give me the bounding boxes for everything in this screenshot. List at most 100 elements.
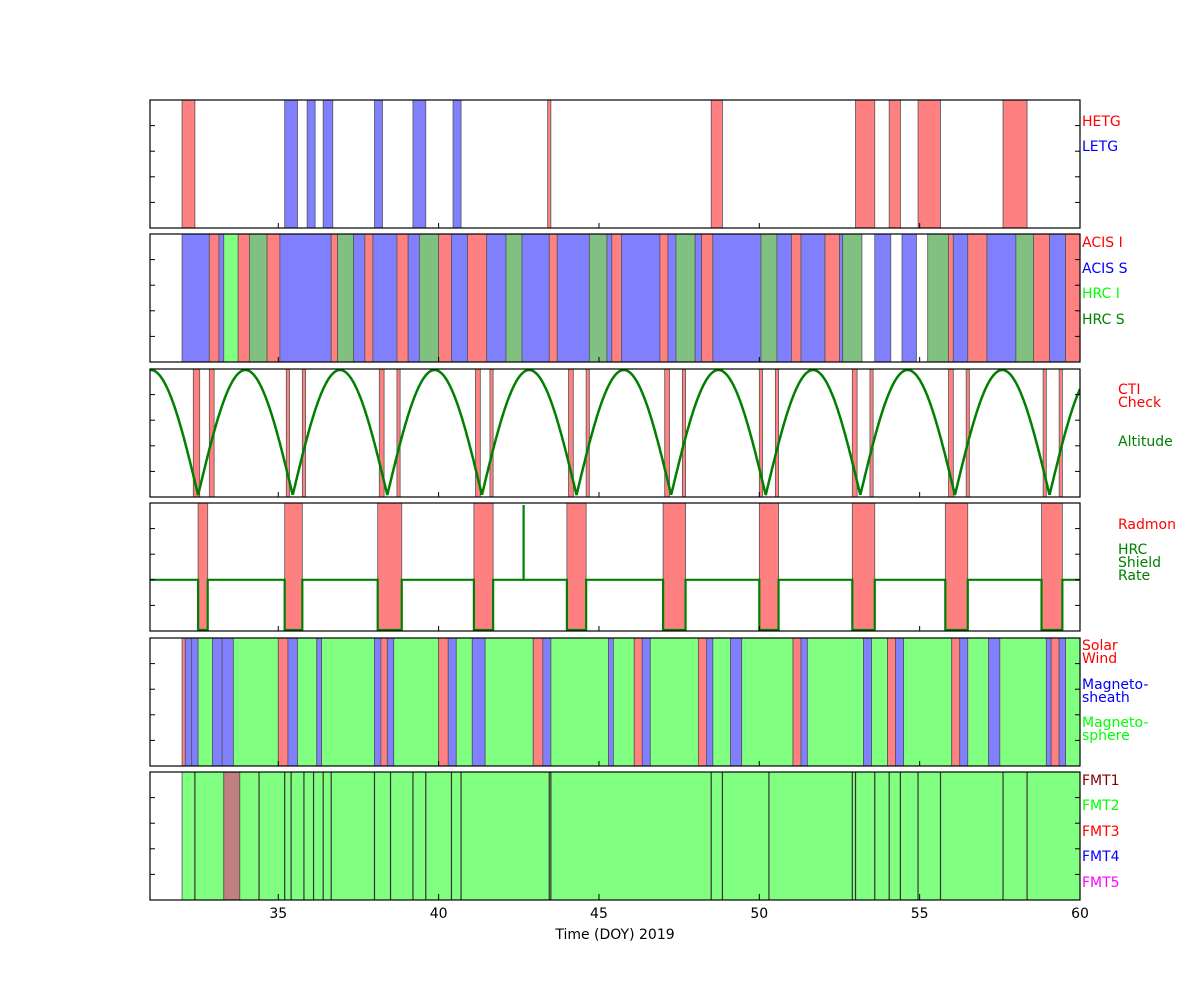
interval-bar-acis-s (181, 234, 210, 362)
interval-bar-magnetosphere (1065, 638, 1080, 766)
interval-bar-magnetosphere (197, 638, 213, 766)
x-tick-label: 50 (750, 906, 768, 922)
interval-bar-acis-i (208, 234, 220, 362)
interval-bar-acis-i (611, 234, 622, 362)
interval-bar-cti-check (489, 369, 494, 497)
legend-label-grating: LETG (1082, 139, 1118, 155)
interval-bar-cti-check (681, 369, 686, 497)
interval-bar-acis-i (659, 234, 669, 362)
legend-label-radiation: Rate (1118, 568, 1150, 584)
interval-bar-radmon (473, 503, 494, 631)
legend-label-instrument: ACIS I (1082, 235, 1123, 251)
interval-bar-radmon (566, 503, 587, 631)
interval-bar-magnetosheath (800, 638, 808, 766)
interval-bar-cti-check (851, 369, 858, 497)
legend-label-grating: HETG (1082, 114, 1121, 130)
interval-bar-acis-i (467, 234, 488, 362)
interval-bar-solar-wind (181, 638, 186, 766)
interval-bar-hrc-s (675, 234, 696, 362)
interval-bar-acis-s (621, 234, 661, 362)
interval-bar-cti-check (869, 369, 874, 497)
interval-bar-magnetosheath (191, 638, 199, 766)
interval-bar-solar-wind (1050, 638, 1060, 766)
interval-bar-magnetosheath (863, 638, 872, 766)
interval-bar-acis-s (556, 234, 590, 362)
x-tick-label: 55 (911, 906, 929, 922)
interval-bar-acis-s (521, 234, 550, 362)
interval-bar-magnetosheath (316, 638, 322, 766)
interval-bar-cti-check (1058, 369, 1063, 497)
interval-bar-magnetosheath (959, 638, 969, 766)
interval-bar-magnetosphere (297, 638, 318, 766)
interval-bar-magnetosphere (741, 638, 794, 766)
panel-frame (149, 99, 1081, 229)
panel-data (181, 100, 1028, 228)
interval-bar-acis-s (952, 234, 969, 362)
interval-bar-magnetosheath (374, 638, 382, 766)
legend-label-altitude: Check (1118, 395, 1162, 411)
panel-frame (149, 368, 1081, 498)
interval-bar-magnetosheath (471, 638, 486, 766)
interval-bar-acis-i (266, 234, 281, 362)
interval-bar-acis-i (1033, 234, 1050, 362)
interval-bar-hetg (547, 100, 552, 228)
interval-bar-magnetosheath (1058, 638, 1066, 766)
interval-bar-hrc-s (337, 234, 355, 362)
interval-bar-solar-wind (380, 638, 388, 766)
interval-bar-acis-i (364, 234, 374, 362)
interval-bar-acis-s (218, 234, 225, 362)
interval-bar-magnetosheath (1045, 638, 1052, 766)
interval-bar-magnetosphere (871, 638, 888, 766)
legend-label-instrument: HRC S (1082, 312, 1125, 328)
interval-bar-acis-i (701, 234, 714, 362)
legend-label-instrument: ACIS S (1082, 261, 1128, 277)
interval-bar-acis-s (606, 234, 613, 362)
interval-bar-radmon (197, 503, 209, 631)
interval-bar-magnetosphere (550, 638, 609, 766)
x-axis-label: Time (DOY) 2019 (554, 927, 674, 943)
interval-bar-letg (306, 100, 316, 228)
interval-bar-hrc-s (1015, 234, 1034, 362)
interval-bar-radmon (284, 503, 303, 631)
interval-bar-magnetosheath (212, 638, 223, 766)
interval-bar-magnetosheath (730, 638, 743, 766)
interval-bar-acis-s (986, 234, 1017, 362)
interval-bar-magnetosphere (967, 638, 990, 766)
interval-bar-cti-check (965, 369, 970, 497)
interval-bar-hrc-s (588, 234, 608, 362)
interval-bar-fmt2 (239, 772, 1080, 900)
interval-bar-cti-check (664, 369, 670, 497)
interval-bar-magnetosphere (321, 638, 375, 766)
legend-label-environment: sphere (1082, 728, 1130, 744)
x-tick-label: 45 (590, 906, 608, 922)
interval-bar-cti-check (192, 369, 201, 497)
interval-bar-acis-s (776, 234, 792, 362)
interval-bar-acis-s (901, 234, 917, 362)
legend-label-altitude: Altitude (1118, 434, 1173, 450)
panel-data (150, 503, 1080, 631)
panel-background (150, 503, 1080, 631)
legend-label-altitude: CTI (1118, 382, 1140, 398)
interval-bar-hetg (855, 100, 876, 228)
interval-bar-acis-i (790, 234, 802, 362)
interval-bar-acis-i (948, 234, 954, 362)
x-tick-label: 40 (430, 906, 448, 922)
interval-bar-hrc-i (223, 234, 239, 362)
interval-bar-radmon (944, 503, 969, 631)
panel-data (181, 638, 1080, 766)
interval-bar-radmon (758, 503, 779, 631)
interval-bar-magnetosheath (641, 638, 651, 766)
legend-label-format: FMT1 (1082, 773, 1120, 789)
interval-bar-acis-i (438, 234, 452, 362)
interval-bar-acis-s (800, 234, 826, 362)
interval-bar-acis-i (548, 234, 558, 362)
interval-bar-acis-s (279, 234, 332, 362)
hrc-shield-rate-line (150, 578, 1080, 631)
panel-data (150, 369, 1080, 497)
